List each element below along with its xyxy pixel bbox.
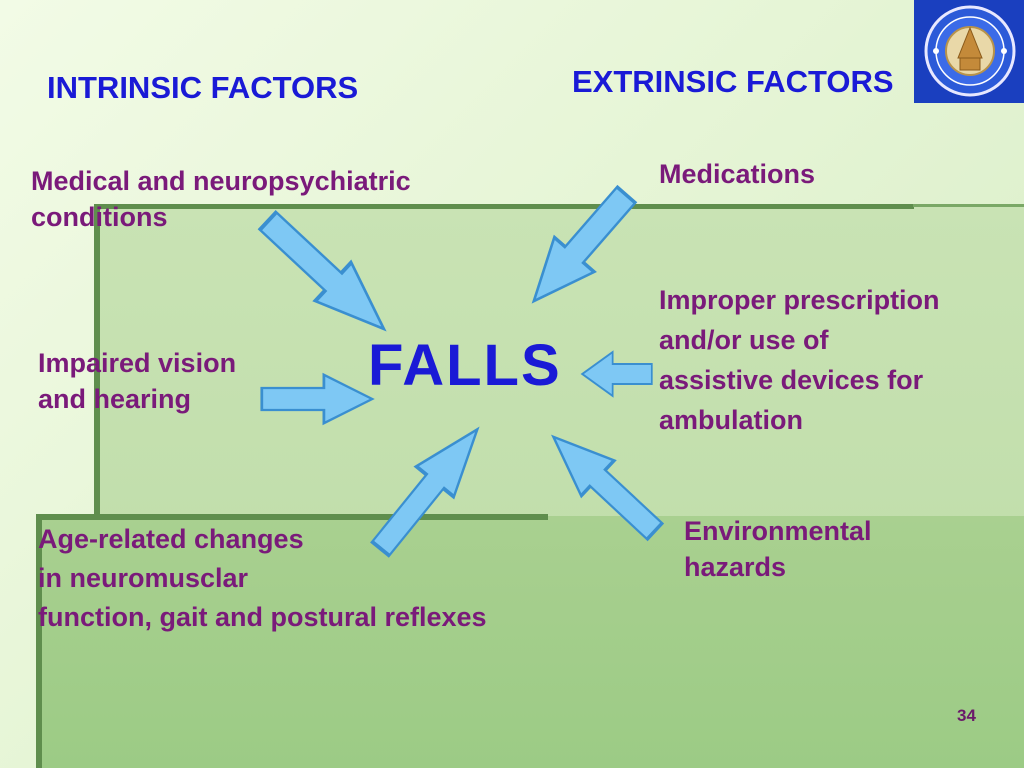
seal-emblem-icon — [914, 0, 1024, 103]
arrow-assistive-to-falls — [580, 350, 653, 398]
factor-line: Impaired vision — [38, 348, 237, 378]
factor-medical-conditions: Medical and neuropsychiatric conditions — [31, 163, 411, 235]
factor-line: conditions — [31, 202, 168, 232]
factor-line: Medications — [659, 159, 816, 189]
page-number: 34 — [957, 706, 976, 725]
arrow-age-to-falls — [370, 426, 480, 558]
factor-line: and hearing — [38, 384, 192, 414]
panel-divider — [94, 204, 914, 209]
arrow-environment-to-falls — [551, 434, 665, 542]
factor-medications: Medications — [659, 156, 815, 192]
arrow-vision-to-falls — [260, 372, 375, 426]
falls-label: FALLS — [368, 333, 562, 398]
factor-line: Environmental — [684, 516, 872, 546]
factor-line: Medical and neuropsychiatric — [31, 166, 411, 196]
factor-line: and/or use of — [659, 325, 829, 355]
factor-vision-hearing: Impaired vision and hearing — [38, 345, 236, 417]
factor-environmental-hazards: Environmental hazards — [684, 513, 872, 585]
factor-line: Improper prescription — [659, 285, 940, 315]
panel-divider — [36, 514, 548, 520]
intrinsic-heading: INTRINSIC FACTORS — [47, 70, 359, 105]
extrinsic-heading: EXTRINSIC FACTORS — [572, 64, 894, 99]
factor-line: in neuromusclar — [38, 563, 249, 593]
factor-assistive-devices: Improper prescription and/or use of assi… — [659, 280, 940, 440]
factor-age-related-changes: Age-related changes in neuromusclar func… — [38, 520, 487, 637]
panel-divider — [913, 204, 1024, 207]
factor-line: function, gait and postural reflexes — [38, 602, 487, 632]
factor-line: Age-related changes — [38, 524, 304, 554]
factor-line: ambulation — [659, 405, 804, 435]
factor-line: hazards — [684, 552, 787, 582]
panel-divider — [36, 514, 42, 768]
factor-line: assistive devices for — [659, 365, 924, 395]
arrow-medications-to-falls — [531, 184, 638, 304]
arrow-medical-to-falls — [257, 209, 387, 332]
panel-divider — [94, 204, 100, 518]
background-panel-lower — [36, 516, 1024, 768]
